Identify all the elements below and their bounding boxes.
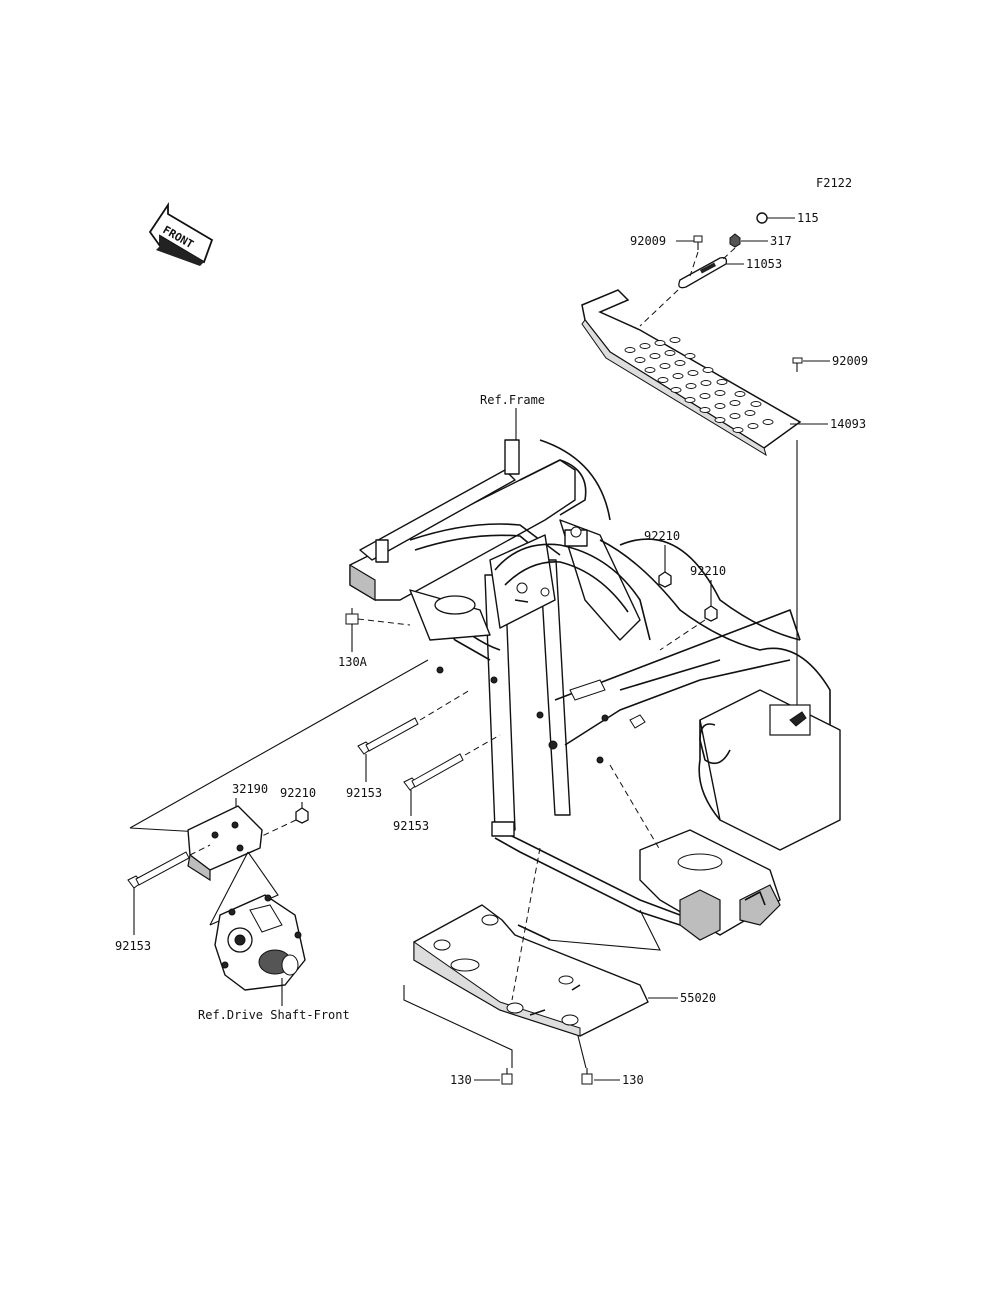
label-115: 115 xyxy=(797,211,819,225)
guide-line xyxy=(129,659,429,829)
label-130-left: 130 xyxy=(450,1073,472,1087)
part-92210-left: 92210 xyxy=(261,786,316,837)
label-92009-lower: 92009 xyxy=(832,354,868,368)
label-130-right: 130 xyxy=(622,1073,644,1087)
label-92210-left: 92210 xyxy=(280,786,316,800)
guide-line xyxy=(403,985,513,1068)
part-92009-lower: 92009 xyxy=(792,354,868,730)
part-130-right: 130 xyxy=(581,1068,644,1087)
part-92210-upper-a: 92210 xyxy=(644,529,680,588)
label-92153-middle-a: 92153 xyxy=(346,786,382,800)
part-130A: 130A xyxy=(338,608,411,669)
vehicle-frame xyxy=(349,439,841,941)
front-arrow-icon: FRONT xyxy=(148,202,214,266)
label-317: 317 xyxy=(770,234,792,248)
part-317: 317 xyxy=(729,233,792,248)
part-92210-upper-b: 92210 xyxy=(659,564,726,651)
label-92153-middle-b: 92153 xyxy=(393,819,429,833)
part-92009-upper: 92009 xyxy=(630,234,703,250)
part-11053: 11053 xyxy=(639,247,782,327)
label-92009-upper: 92009 xyxy=(630,234,666,248)
part-92153-middle-a: 92153 xyxy=(346,689,471,800)
ref-frame-label: Ref.Frame xyxy=(480,393,545,407)
part-115: 115 xyxy=(756,211,819,225)
label-92210-upper-b: 92210 xyxy=(690,564,726,578)
label-32190: 32190 xyxy=(232,782,268,796)
label-11053: 11053 xyxy=(746,257,782,271)
part-32190-bracket: 32190 xyxy=(187,782,268,882)
part-92153-left: 92153 xyxy=(115,844,211,953)
front-differential xyxy=(214,894,306,1006)
part-130-left: 130 xyxy=(450,1068,513,1087)
part-14093-step-plate: 14093 xyxy=(581,289,866,457)
part-92153-middle-b: 92153 xyxy=(393,734,501,833)
diagram-code: F2122 xyxy=(816,176,852,190)
part-55020-skid-plate: 55020 xyxy=(413,764,716,1037)
label-92210-upper-a: 92210 xyxy=(644,529,680,543)
guide-line xyxy=(577,1035,587,1069)
label-92153-left: 92153 xyxy=(115,939,151,953)
guide-line xyxy=(209,851,249,926)
label-14093: 14093 xyxy=(830,417,866,431)
label-130A: 130A xyxy=(338,655,368,669)
ref-drive-shaft-label: Ref.Drive Shaft-Front xyxy=(198,1008,350,1022)
label-55020: 55020 xyxy=(680,991,716,1005)
